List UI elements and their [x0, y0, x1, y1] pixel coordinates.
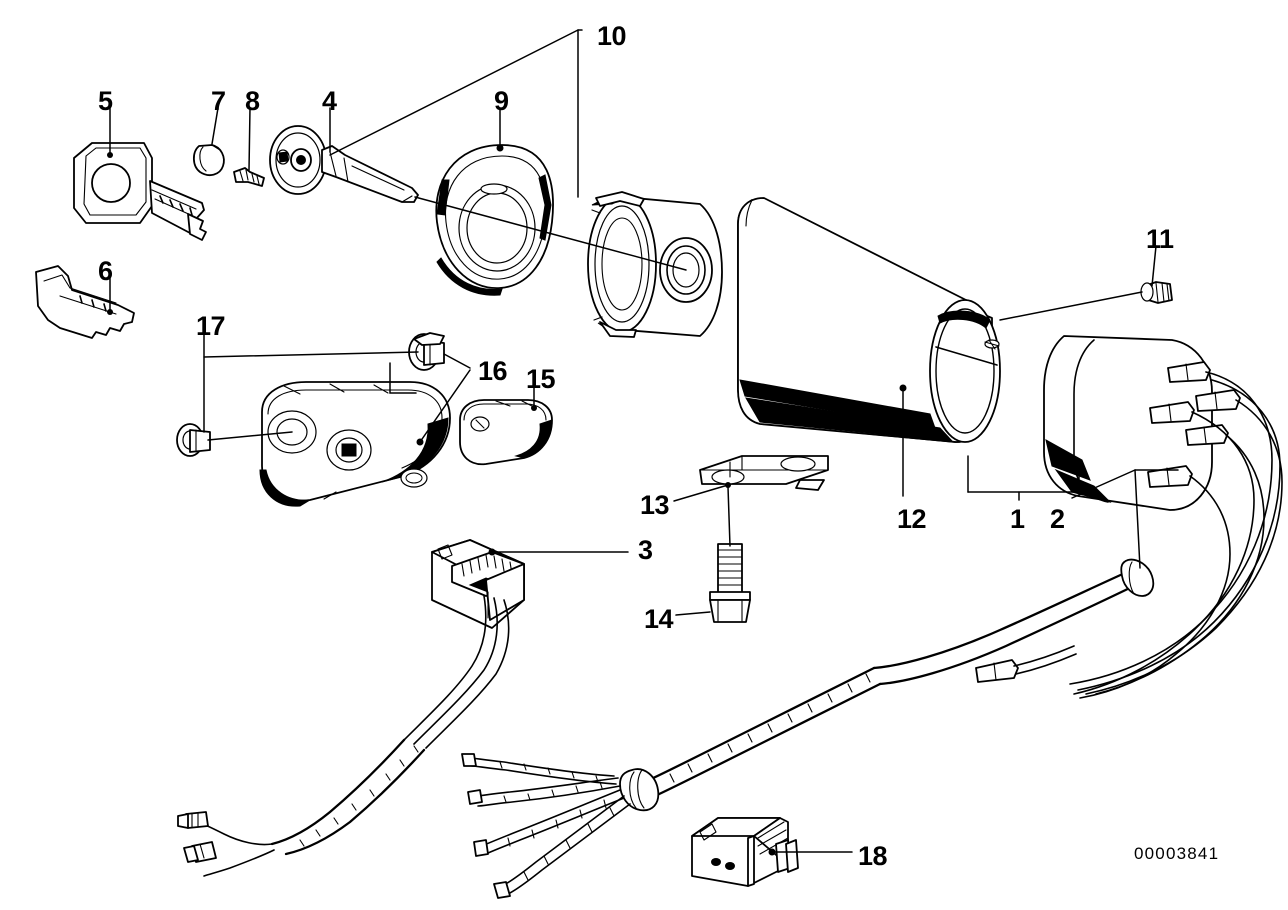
- callout-13[interactable]: 13: [640, 490, 670, 520]
- part-pin: [233, 167, 265, 187]
- part-relay-block: [691, 817, 799, 887]
- callout-7[interactable]: 7: [211, 86, 226, 116]
- wiring-harness-left: [177, 738, 426, 877]
- part-spare-key: [35, 265, 135, 339]
- callout-16[interactable]: 16: [478, 356, 508, 386]
- switch-wire-bundle: [1069, 371, 1283, 699]
- part-connector: [403, 539, 525, 749]
- callout-10[interactable]: 10: [597, 21, 627, 51]
- part-clamp-plate: [699, 455, 829, 491]
- part-steering-column-tube: [737, 197, 1001, 443]
- wiring-harness-right: [461, 645, 1077, 899]
- callout-15[interactable]: 15: [526, 364, 556, 394]
- part-bezel-cover: [435, 144, 554, 296]
- callout-9[interactable]: 9: [494, 86, 509, 116]
- callout-5[interactable]: 5: [98, 86, 113, 116]
- switch-terminals: [1147, 361, 1241, 488]
- callout-4[interactable]: 4: [322, 86, 337, 116]
- diagram-id: 00003841: [1134, 844, 1220, 863]
- part-cap: [192, 144, 225, 177]
- callout-6[interactable]: 6: [98, 256, 113, 286]
- callout-8[interactable]: 8: [245, 86, 260, 116]
- callout-18[interactable]: 18: [858, 841, 888, 871]
- part-grommet-left: [176, 423, 211, 457]
- callout-14[interactable]: 14: [644, 604, 674, 634]
- callout-11[interactable]: 11: [1146, 224, 1174, 254]
- part-set-screw: [1140, 281, 1173, 304]
- leader-lines: [107, 29, 1179, 856]
- part-lock-barrel: [587, 191, 723, 338]
- part-master-key: [73, 142, 207, 241]
- callout-1[interactable]: 1: [1010, 504, 1025, 534]
- callout-3[interactable]: 3: [638, 535, 653, 565]
- callout-12[interactable]: 12: [897, 504, 927, 534]
- callout-17[interactable]: 17: [196, 311, 226, 341]
- part-grommet-top: [408, 332, 445, 371]
- part-lock-cylinder: [269, 125, 419, 203]
- callout-2[interactable]: 2: [1050, 504, 1065, 534]
- part-cover-plate: [459, 399, 553, 466]
- part-bracket-plate: [259, 381, 451, 507]
- part-shear-bolt: [709, 543, 751, 623]
